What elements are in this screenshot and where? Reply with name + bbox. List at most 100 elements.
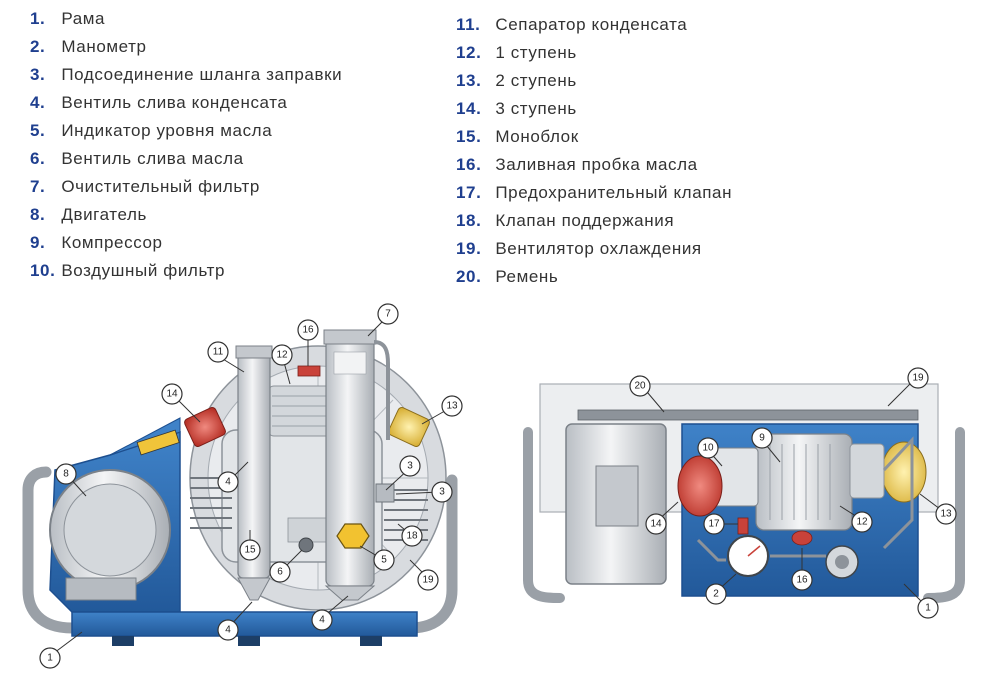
legend-label: Заливная пробка масла <box>495 155 698 174</box>
legend-item: 18. Клапан поддержания <box>456 210 732 238</box>
legend-item: 6. Вентиль слива масла <box>30 148 342 176</box>
legend-item: 5. Индикатор уровня масла <box>30 120 342 148</box>
legend-label: Подсоединение шланга заправки <box>61 65 343 84</box>
callout-label: 8 <box>63 469 69 480</box>
callout-marker: 11 <box>207 341 229 363</box>
legend-item: 19. Вентилятор охлаждения <box>456 238 732 266</box>
legend-item: 20. Ремень <box>456 266 732 294</box>
legend-number: 15. <box>456 127 482 146</box>
legend-item: 9. Компрессор <box>30 232 342 260</box>
callout-marker: 5 <box>373 549 395 571</box>
legend-label: Индикатор уровня масла <box>61 121 273 140</box>
legend-number: 1. <box>30 9 46 28</box>
callout-marker: 7 <box>377 303 399 325</box>
legend-label: 1 ступень <box>495 43 577 62</box>
pressure-valve-center <box>835 555 849 569</box>
callout-label: 10 <box>702 443 714 454</box>
legend-item: 16. Заливная пробка масла <box>456 154 732 182</box>
callout-marker: 1 <box>917 597 939 619</box>
callout-label: 13 <box>940 509 952 520</box>
legend-label: Двигатель <box>61 205 147 224</box>
callout-label: 2 <box>713 589 719 600</box>
legend-number: 18. <box>456 211 482 230</box>
callout-label: 6 <box>277 567 283 578</box>
legend-number: 3. <box>30 65 46 84</box>
legend-item: 1. Рама <box>30 8 342 36</box>
callout-marker: 14 <box>645 513 667 535</box>
legend-label: Манометр <box>61 37 147 56</box>
legend-number: 8. <box>30 205 46 224</box>
legend-item: 17. Предохранительный клапан <box>456 182 732 210</box>
fill-connection <box>375 483 395 503</box>
legend-item: 12. 1 ступень <box>456 42 732 70</box>
legend-label: Моноблок <box>495 127 579 146</box>
purifier-label <box>333 351 367 375</box>
purifier-cone <box>324 585 376 601</box>
legend-label: Предохранительный клапан <box>495 183 733 202</box>
legend-label: Вентилятор охлаждения <box>495 239 702 258</box>
stage-1-block-front <box>267 385 335 437</box>
legend-number: 14. <box>456 99 482 118</box>
callout-label: 3 <box>407 461 413 472</box>
frame-handle-right <box>404 474 458 634</box>
top-pipe <box>882 436 914 550</box>
legend-number: 5. <box>30 121 46 140</box>
callout-marker: 4 <box>311 609 333 631</box>
callout-label: 16 <box>796 575 808 586</box>
legend-number: 9. <box>30 233 46 252</box>
callout-label: 1 <box>925 603 931 614</box>
callout-marker: 3 <box>431 481 453 503</box>
base-foot <box>238 636 260 646</box>
callout-marker: 10 <box>697 437 719 459</box>
legend-label: 2 ступень <box>495 71 577 90</box>
callout-label: 3 <box>439 487 445 498</box>
callout-label: 19 <box>912 373 924 384</box>
safety-valve <box>737 517 749 535</box>
callout-marker: 12 <box>851 511 873 533</box>
oil-filler-plug-top <box>791 530 813 546</box>
legend-label: Сепаратор конденсата <box>495 15 688 34</box>
legend-number: 17. <box>456 183 482 202</box>
callout-marker: 4 <box>217 619 239 641</box>
oil-level-indicator <box>336 523 370 549</box>
legend-number: 16. <box>456 155 482 174</box>
warning-label <box>136 429 180 456</box>
callout-marker: 6 <box>269 561 291 583</box>
legend-number: 11. <box>456 15 481 34</box>
callout-label: 14 <box>166 389 178 400</box>
front-view <box>22 329 458 646</box>
legend-item: 3. Подсоединение шланга заправки <box>30 64 342 92</box>
base-frame <box>71 611 418 637</box>
oil-drain-valve <box>298 537 314 553</box>
callout-marker: 16 <box>297 319 319 341</box>
top-handle-left <box>523 427 565 603</box>
legend-label: Воздушный фильтр <box>61 261 226 280</box>
callout-label: 11 <box>213 347 224 358</box>
callout-label: 9 <box>759 433 765 444</box>
callout-marker: 8 <box>55 463 77 485</box>
legend-label: Ремень <box>495 267 559 286</box>
legend-item: 2. Манометр <box>30 36 342 64</box>
legend-item: 10. Воздушный фильтр <box>30 260 342 288</box>
legend-item: 15. Моноблок <box>456 126 732 154</box>
legend-number: 2. <box>30 37 46 56</box>
legend-label: 3 ступень <box>495 99 577 118</box>
legend-number: 7. <box>30 177 46 196</box>
callout-label: 14 <box>650 519 662 530</box>
callout-label: 18 <box>406 531 418 542</box>
callout-marker: 17 <box>703 513 725 535</box>
callout-label: 4 <box>225 477 231 488</box>
callout-label: 12 <box>856 517 868 528</box>
legend-item: 8. Двигатель <box>30 204 342 232</box>
oil-filler-plug-front <box>297 365 321 377</box>
legend-label: Вентиль слива конденсата <box>61 93 288 112</box>
legend-label: Очистительный фильтр <box>61 177 260 196</box>
legend-label: Вентиль слива масла <box>61 149 244 168</box>
manometer-needle <box>747 545 761 557</box>
callout-marker: 3 <box>399 455 421 477</box>
callout-label: 19 <box>422 575 434 586</box>
legend-item: 13. 2 ступень <box>456 70 732 98</box>
legend-item: 11. Сепаратор конденсата <box>456 14 732 42</box>
belt <box>577 409 919 421</box>
